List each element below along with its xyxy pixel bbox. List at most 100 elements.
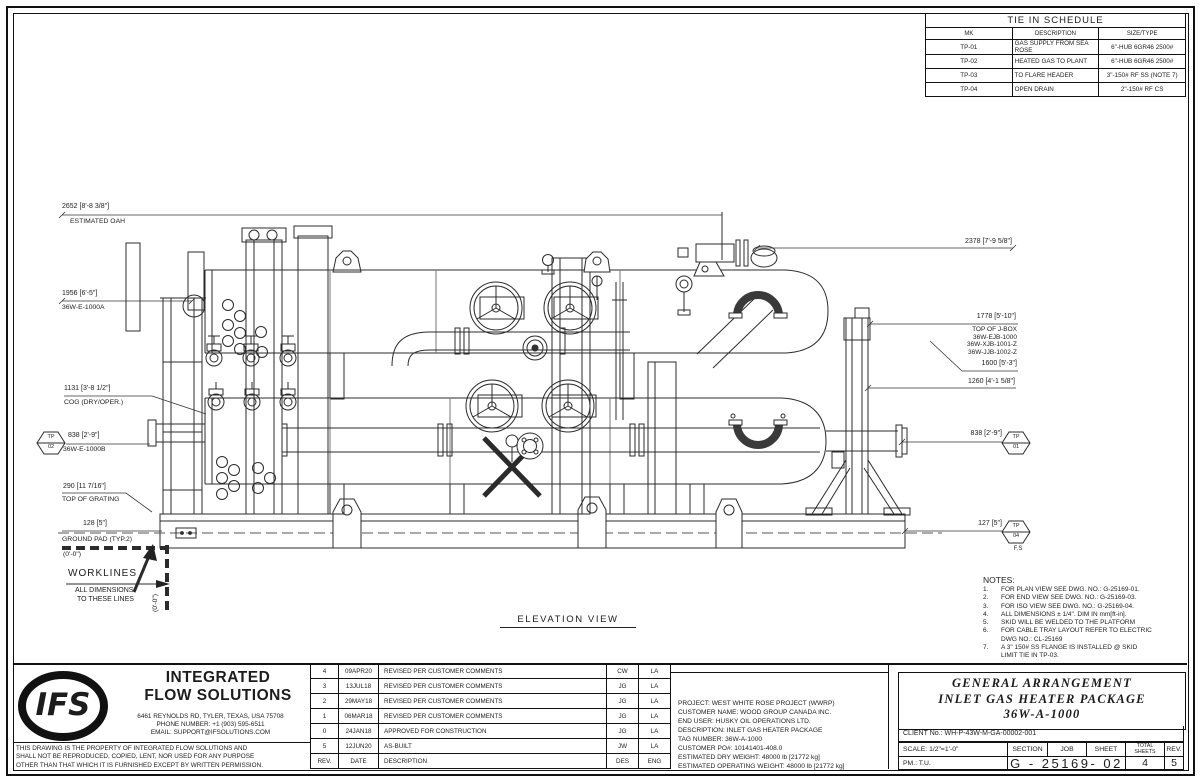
company-address: 6461 REYNOLDS RD, TYLER, TEXAS, USA 7570… — [137, 713, 284, 720]
note-text: ALL DIMENSIONS ± 1/4". DIM IN mm[ft-in]. — [1001, 610, 1127, 618]
tp04-tag-top: TP — [1012, 523, 1020, 529]
dim-127-value: 127 [5"] — [978, 520, 1002, 527]
company-email: EMAIL: SUPPORT@IFSOLUTIONS.COM — [150, 729, 271, 736]
rev-date: 13JUL18 — [338, 678, 379, 694]
tie-in-mk: TP-01 — [925, 39, 1013, 55]
rev-num: 2 — [310, 693, 339, 709]
drawing-title-line2: INLET GAS HEATER PACKAGE — [938, 691, 1146, 706]
view-caption: ELEVATION VIEW — [500, 614, 636, 628]
elbow-piping — [696, 291, 788, 449]
top-instruments — [541, 212, 778, 316]
worklines-note2: TO THESE LINES — [77, 596, 134, 603]
client-number: CLIENT No.: WH-P-43W-M-GA-00002-001 — [898, 726, 1184, 742]
note-num: 5. — [983, 619, 989, 627]
dim-1956-value: 1956 [6'-5"] — [62, 290, 98, 297]
dim-290-label: TOP OF GRATING — [62, 496, 120, 503]
company-name-line2: FLOW SOLUTIONS — [144, 687, 292, 704]
note-num: 4. — [983, 610, 989, 618]
rev-num: 0 — [310, 723, 339, 739]
tie-in-size: 6"-HUB 6GR46 2500# — [1098, 54, 1186, 69]
rev-eng: LA — [638, 723, 671, 739]
dim-1260-value: 1260 [4'-1 5/8"] — [967, 378, 1015, 385]
tie-in-row: TP-01 GAS SUPPLY FROM SEA ROSE 6"-HUB 6G… — [925, 39, 1186, 55]
dim-1131-value: 1131 [3'-8 1/2"] — [64, 385, 111, 392]
valve-row-upper — [205, 335, 297, 367]
rev-label: REV. — [1164, 742, 1184, 757]
note-item: 2.FOR END VIEW SEE DWG. NO.: G-25169-03. — [983, 594, 1189, 602]
rev-header: REV. — [310, 753, 339, 769]
tie-in-mk: TP-02 — [925, 54, 1013, 69]
sheet-outer-border — [6, 6, 1195, 776]
project-line: DESCRIPTION: INLET GAS HEATER PACKAGE — [678, 727, 823, 734]
rev-des: JW — [606, 738, 639, 754]
nozzle-cluster-lower — [216, 456, 276, 500]
project-line: CUSTOMER PO#: 10141401-408.0 — [678, 745, 783, 752]
worklines-note1: ALL DIMENSIONS — [75, 587, 134, 594]
dim-oah-label: ESTIMATED OAH — [70, 218, 126, 225]
tie-in-row: TP-02 HEATED GAS TO PLANT 6"-HUB 6GR46 2… — [925, 54, 1186, 69]
tp02-tag-top: TP — [47, 434, 55, 440]
total-label: TOTAL — [1136, 742, 1154, 749]
tie-in-size: 2"-150# RF CS — [1098, 82, 1186, 97]
rev-des: JG — [606, 723, 639, 739]
rev-des: JG — [606, 708, 639, 724]
tp01-tag-bottom: 01 — [1012, 444, 1020, 450]
jbox-label-2: 36W-EJB-1000 — [973, 333, 1017, 341]
note-text: FOR END VIEW SEE DWG. NO.: G-25169-03. — [1001, 594, 1137, 602]
disclaimer-line3: OTHER THAN THAT WHICH IT IS FURNISHED EX… — [16, 761, 263, 769]
rev-num: 1 — [310, 708, 339, 724]
project-top-border — [670, 672, 888, 673]
dim-838l-value: 838 [2'-9"] — [68, 432, 100, 439]
rev-des: CW — [606, 663, 639, 679]
tie-in-desc: TO FLARE HEADER — [1011, 68, 1100, 83]
note-num: 7. — [983, 644, 989, 652]
sheet-label: SHEET — [1086, 742, 1126, 757]
rev-date: 12JUN20 — [338, 738, 379, 754]
scale-cell: SCALE: 1/2"=1'-0" — [898, 742, 1008, 757]
worklines-title: WORKLINES — [68, 568, 138, 579]
project-line: END USER: HUSKY OIL OPERATIONS LTD. — [678, 718, 811, 725]
tie-in-row: TP-04 OPEN DRAIN 2"-150# RF CS — [925, 82, 1186, 97]
project-line: CUSTOMER NAME: WOOD GROUP CANADA INC. — [678, 709, 832, 716]
handwheel — [541, 379, 595, 433]
rev-des: JG — [606, 693, 639, 709]
company-name-line1: INTEGRATED — [165, 669, 271, 686]
dim-838r-value: 838 [2'-9"] — [970, 430, 1002, 437]
section-label: SECTION — [1007, 742, 1048, 757]
jbox-label-1: TOP OF J-BOX — [972, 326, 1017, 333]
rev-num: 4 — [310, 663, 339, 679]
rev-header: DESCRIPTION — [378, 753, 607, 769]
company-phone: PHONE NUMBER: +1 (903) 595-6511 — [156, 721, 265, 728]
rev-header: DATE — [338, 753, 379, 769]
rev-date: 06MAR18 — [338, 708, 379, 724]
note-num: 3. — [983, 602, 989, 610]
note-text: SKID WILL BE WELDED TO THE PLATFORM — [1001, 619, 1135, 627]
cross-valves — [482, 432, 544, 498]
sheets-label: SHEETS — [1134, 748, 1156, 755]
tie-in-title: TIE IN SCHEDULE — [925, 13, 1186, 28]
note-item: 3.FOR ISO VIEW SEE DWG. NO.: G-25169-04. — [983, 603, 1189, 611]
dim-128-label: GROUND PAD (TYP.2) — [62, 536, 132, 543]
tie-in-desc: HEATED GAS TO PLANT — [1011, 54, 1100, 69]
note-text: FOR PLAN VIEW SEE DWG. NO.: G-25169-01. — [1001, 586, 1140, 593]
left-frame — [125, 242, 206, 515]
note-item: 7.A 3" 150# SS FLANGE IS INSTALLED @ SKI… — [983, 644, 1189, 661]
project-line: TAG NUMBER: 36W-A-1000 — [678, 736, 763, 743]
project-block: PROJECT: WEST WHITE ROSE PROJECT (WWRP) … — [670, 663, 888, 770]
sheet-inner-border — [13, 13, 1189, 771]
rev-eng: LA — [638, 663, 671, 679]
rev-desc: REVISED PER CUSTOMER COMMENTS — [378, 708, 607, 724]
tie-in-mk: TP-04 — [925, 82, 1013, 97]
band-divider-3 — [888, 663, 889, 769]
tie-in-col-desc: DESCRIPTION — [1011, 27, 1100, 40]
disclaimer-line2: SHALL NOT BE REPRODUCED, COPIED, LENT, N… — [16, 753, 255, 761]
exchanger-tower — [205, 225, 362, 515]
dim-1778-value: 1778 [5'-10"] — [976, 313, 1016, 320]
note-item: 5. SKID WILL BE WELDED TO THE PLATFORM — [983, 619, 1189, 627]
